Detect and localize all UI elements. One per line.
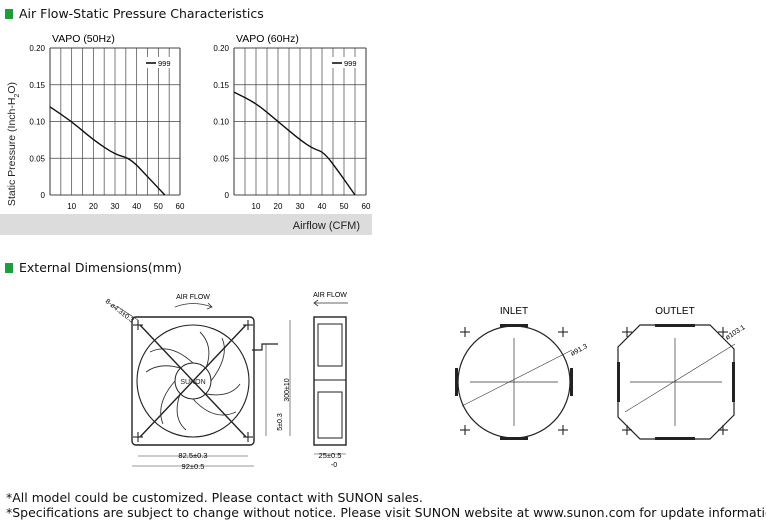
y-tick-label: 0.20 xyxy=(29,44,45,53)
front-view-drawing: 8-ø4.3±0.3 AIR FLOW SUNON 300±10 5±0.3 8… xyxy=(104,294,291,471)
y-tick-label: 0.10 xyxy=(29,118,45,127)
y-tick-label: 0.15 xyxy=(213,81,229,90)
depth-tolerance: -0 xyxy=(331,462,337,469)
x-tick-label: 30 xyxy=(296,202,305,211)
y-tick-label: 0.10 xyxy=(213,118,229,127)
chart-60hz: VAPO (60Hz) 0 0.05 0.10 0.15 0.20 10 20 30 40 50 60… xyxy=(213,33,371,211)
outer-width-label: 92±0.5 xyxy=(182,462,205,471)
depth-label: 25±0.5 xyxy=(319,451,342,460)
x-tick-label: 30 xyxy=(111,202,120,211)
fan-brand-label: SUNON xyxy=(180,379,205,386)
x-tick-label: 60 xyxy=(176,202,185,211)
y-tick-label: 0.20 xyxy=(213,44,229,53)
chart-title: VAPO (50Hz) xyxy=(52,33,115,45)
inlet-diameter: ø91.3 xyxy=(570,343,589,358)
green-square-icon xyxy=(5,8,13,19)
side-view-drawing: AIR FLOW 25±0.5 -0 xyxy=(313,292,348,469)
x-tick-label: 40 xyxy=(132,202,141,211)
green-square-icon xyxy=(5,262,13,273)
series-line-999 xyxy=(49,106,166,196)
x-tick-label: 40 xyxy=(318,202,327,211)
fan-frame xyxy=(131,316,255,446)
x-tick-label: 50 xyxy=(154,202,163,211)
outlet-diameter: ø103.1 xyxy=(724,324,746,342)
airflow-section-title-text: Air Flow-Static Pressure Characteristics xyxy=(19,6,264,21)
front-airflow-label: AIR FLOW xyxy=(176,294,210,301)
inlet-drawing: INLET ø91.3 xyxy=(455,306,589,440)
chart-50hz: VAPO (50Hz) 0 0.05 0.10 0.15 0.20 10 20 30 40 50 60… xyxy=(29,33,185,211)
airflow-charts: Airflow (CFM) Static Pressure (Inch-H2O)… xyxy=(0,33,372,235)
outlet-title: OUTLET xyxy=(655,306,694,317)
x-tick-label: 50 xyxy=(340,202,349,211)
airflow-section-title: Air Flow-Static Pressure Characteristics xyxy=(5,6,264,21)
footnote-customization: *All model could be customized. Please c… xyxy=(6,490,423,505)
legend-background xyxy=(330,57,364,68)
outlet-drawing: OUTLET ø103.1 xyxy=(617,306,747,440)
x-tick-label: 10 xyxy=(252,202,261,211)
x-tick-label: 20 xyxy=(89,202,98,211)
x-tick-label: 60 xyxy=(362,202,371,211)
legend-label: 999 xyxy=(344,59,357,68)
airflow-label-band xyxy=(0,214,372,235)
y-tick-label: 0 xyxy=(225,191,230,200)
legend-background xyxy=(144,57,178,68)
chart-title: VAPO (60Hz) xyxy=(236,33,299,45)
y-tick-label: 0.15 xyxy=(29,81,45,90)
lead-small-label: 5±0.3 xyxy=(277,413,284,431)
dimension-drawings: 8-ø4.3±0.3 AIR FLOW SUNON 300±10 5±0.3 8… xyxy=(104,292,747,471)
side-airflow-label: AIR FLOW xyxy=(313,292,347,299)
lead-length-label: 300±10 xyxy=(284,378,291,401)
y-axis-label: Static Pressure (Inch-H2O) xyxy=(6,82,21,206)
y-tick-label: 0 xyxy=(41,191,46,200)
x-tick-label: 10 xyxy=(67,202,76,211)
x-tick-label: 20 xyxy=(274,202,283,211)
y-tick-label: 0.05 xyxy=(213,154,229,163)
legend-label: 999 xyxy=(158,59,171,68)
dimensions-section-title-text: External Dimensions(mm) xyxy=(19,260,182,275)
inlet-title: INLET xyxy=(500,306,528,317)
hole-label: 8-ø4.3±0.3 xyxy=(104,298,135,324)
x-axis-label: Airflow (CFM) xyxy=(293,220,360,232)
inner-width-label: 82.5±0.3 xyxy=(178,451,207,460)
dimensions-section-title: External Dimensions(mm) xyxy=(5,260,182,275)
footnote-specifications: *Specifications are subject to change wi… xyxy=(6,505,766,520)
y-tick-label: 0.05 xyxy=(29,154,45,163)
series-line-999 xyxy=(233,91,356,196)
